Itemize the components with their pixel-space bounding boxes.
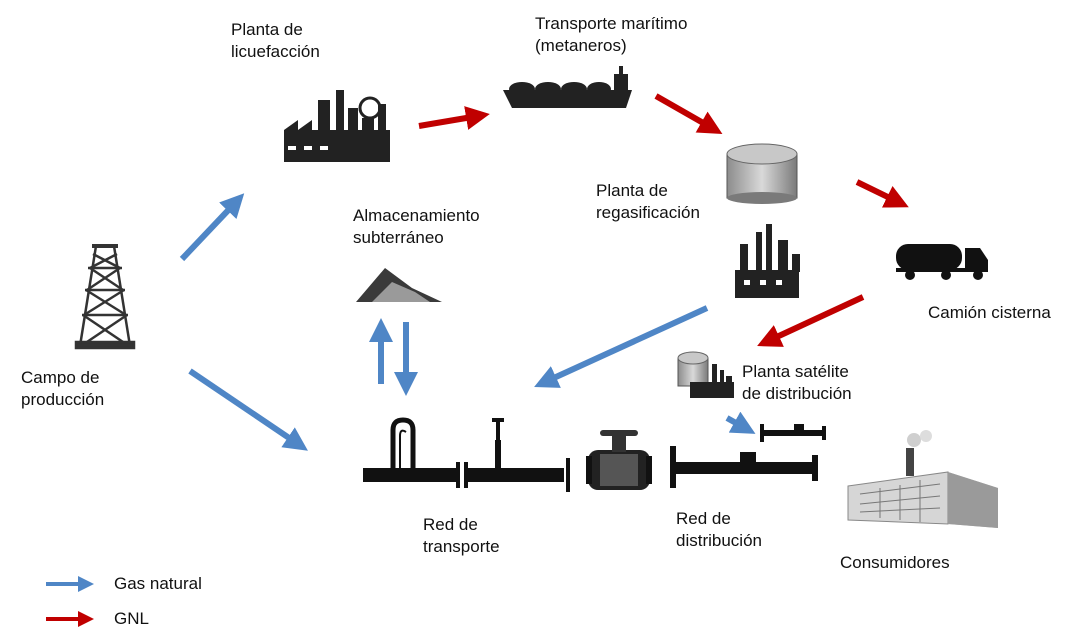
gas-arrow-field-to-transport [188, 368, 308, 451]
transport-pipeline-icon [363, 417, 570, 492]
legend-lng-label: GNL [114, 609, 149, 628]
tanker-truck-icon [896, 244, 988, 280]
gas-arrow-field-to-liquefaction [179, 193, 245, 262]
lng-arrow-ship-to-regasification [654, 93, 723, 134]
gas-arrow-regasification-to-transport [534, 305, 709, 388]
label-liquefaction-plant: Planta de licuefacción [231, 20, 320, 61]
underground-storage-icon [356, 268, 442, 302]
gas-arrow-satellite-to-distribution [725, 411, 756, 434]
label-regasification-plant: Planta de regasificación [596, 181, 700, 222]
liquefaction-plant-icon [284, 90, 390, 162]
gas-valve-icon [586, 430, 652, 490]
lng-arrow-truck-to-satellite [757, 294, 865, 347]
label-satellite-plant: Planta satélite de distribución [742, 362, 852, 403]
satellite-plant-icon [677, 351, 734, 398]
consumer-building-icon [847, 430, 998, 528]
label-distribution-network: Red de distribución [676, 509, 762, 550]
distribution-pipeline-icon [670, 424, 826, 488]
lng-arrow-regasification-to-truck [855, 179, 909, 208]
lng-carrier-ship-icon [503, 66, 632, 108]
label-underground-storage: Almacenamiento subterráneo [353, 206, 480, 247]
lng-storage-tank-icon [726, 143, 798, 204]
regasification-plant-icon [735, 224, 800, 298]
label-transport-network: Red de transporte [423, 515, 500, 556]
oil-derrick-icon [74, 244, 136, 350]
label-consumers: Consumidores [840, 553, 950, 572]
label-maritime-transport: Transporte marítimo (metaneros) [535, 14, 688, 55]
label-production-field: Campo de producción [21, 368, 105, 409]
lng-arrow-liquefaction-to-ship [418, 106, 490, 130]
legend-gas-label: Gas natural [114, 574, 202, 593]
label-tanker-truck: Camión cisterna [928, 303, 1051, 322]
